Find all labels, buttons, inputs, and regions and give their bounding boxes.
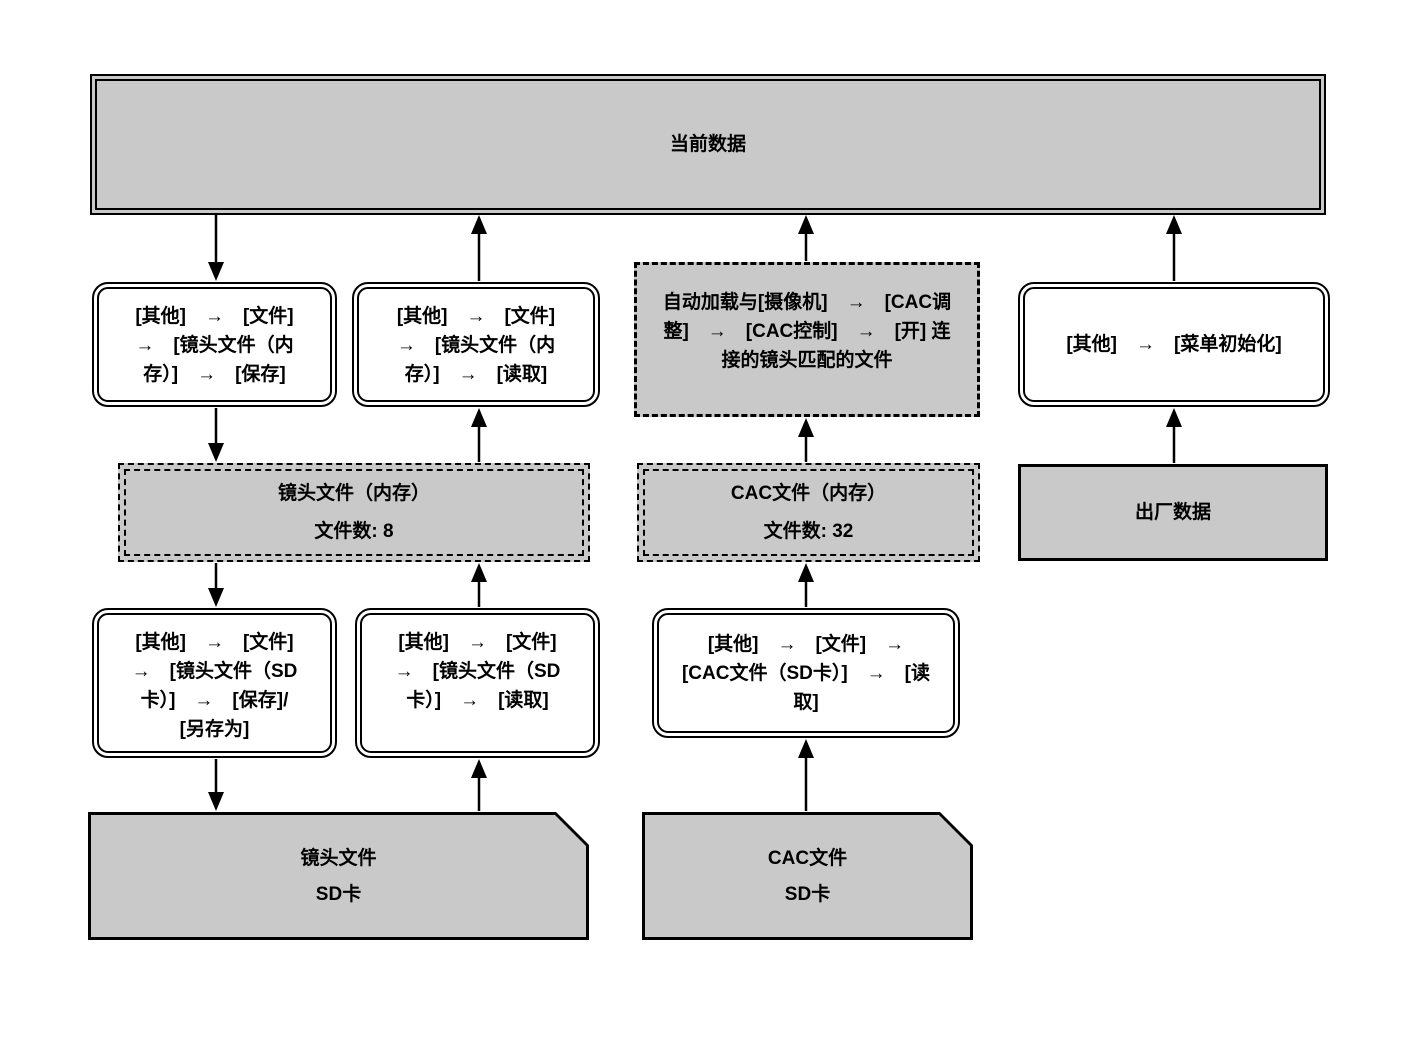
menu-save-lens-sd-label: [其他] → [文件] → [镜头文件（SD 卡）] → [保存]/ [另存为]: [131, 632, 298, 740]
menu-load-lens-sd-box-inner: [其他] → [文件] → [镜头文件（SD 卡）] → [读取]: [360, 613, 595, 753]
factory-data-label: 出厂数据: [1134, 502, 1211, 523]
current-data-box-inner: 当前数据: [95, 79, 1321, 210]
flow-arrow-up-icon: [798, 418, 814, 462]
lens-file-memory-title: 镜头文件（内存）: [277, 483, 430, 504]
flow-arrow-up-icon: [798, 739, 814, 811]
flow-arrow-down-icon: [208, 759, 224, 811]
lens-file-memory-box-inner: 镜头文件（内存） 文件数: 8: [124, 469, 584, 556]
flow-arrow-down-icon: [208, 563, 224, 607]
lens-file-sd-title: 镜头文件: [300, 847, 377, 869]
menu-save-lens-internal-label: [其他] → [文件] → [镜头文件（内 存）] → [保存]: [135, 306, 294, 385]
cac-file-sd-subtitle: SD卡: [784, 883, 831, 905]
lens-file-sd-box: 镜头文件 SD卡: [88, 812, 589, 940]
cac-file-sd-box: CAC文件 SD卡: [642, 812, 973, 940]
menu-initialize-box-inner: [其他] → [菜单初始化]: [1023, 287, 1325, 402]
flow-arrow-up-icon: [798, 563, 814, 607]
menu-load-cac-sd-label: [其他] → [文件] → [CAC文件（SD卡）] → [读 取]: [681, 634, 931, 713]
lens-file-sd-box-inner: 镜头文件 SD卡: [91, 815, 586, 937]
menu-save-lens-sd-box: [其他] → [文件] → [镜头文件（SD 卡）] → [保存]/ [另存为]: [92, 608, 337, 758]
menu-save-lens-internal-box: [其他] → [文件] → [镜头文件（内 存）] → [保存]: [92, 282, 337, 407]
menu-load-lens-sd-box: [其他] → [文件] → [镜头文件（SD 卡）] → [读取]: [355, 608, 600, 758]
flow-arrow-up-icon: [1166, 215, 1182, 281]
menu-load-lens-internal-box: [其他] → [文件] → [镜头文件（内 存）] → [读取]: [352, 282, 600, 407]
menu-initialize-label: [其他] → [菜单初始化]: [1066, 334, 1282, 355]
menu-save-lens-internal-box-inner: [其他] → [文件] → [镜头文件（内 存）] → [保存]: [97, 287, 332, 402]
flow-arrow-up-icon: [471, 215, 487, 281]
cac-file-memory-count: 文件数: 32: [763, 521, 854, 542]
menu-save-lens-sd-box-inner: [其他] → [文件] → [镜头文件（SD 卡）] → [保存]/ [另存为]: [97, 613, 332, 753]
menu-load-lens-sd-label: [其他] → [文件] → [镜头文件（SD 卡）] → [读取]: [394, 632, 561, 711]
flow-arrow-down-icon: [208, 408, 224, 462]
lens-file-sd-subtitle: SD卡: [315, 883, 362, 905]
flow-arrow-up-icon: [1166, 408, 1182, 463]
flow-arrow-up-icon: [471, 408, 487, 462]
flow-arrow-up-icon: [471, 759, 487, 811]
current-data-box: 当前数据: [90, 74, 1326, 215]
menu-initialize-box: [其他] → [菜单初始化]: [1018, 282, 1330, 407]
cac-file-memory-title: CAC文件（内存）: [730, 483, 887, 504]
cac-auto-load-label: 自动加载与[摄像机] → [CAC调 整] → [CAC控制] → [开] 连 …: [662, 292, 952, 371]
flow-arrow-down-icon: [208, 215, 224, 281]
current-data-label: 当前数据: [669, 134, 746, 155]
cac-file-memory-box: CAC文件（内存） 文件数: 32: [637, 463, 980, 562]
lens-file-memory-box: 镜头文件（内存） 文件数: 8: [118, 463, 590, 562]
cac-file-memory-box-inner: CAC文件（内存） 文件数: 32: [643, 469, 974, 556]
lens-file-memory-count: 文件数: 8: [314, 521, 394, 542]
flow-arrow-up-icon: [798, 215, 814, 261]
menu-load-cac-sd-box: [其他] → [文件] → [CAC文件（SD卡）] → [读 取]: [652, 608, 960, 738]
cac-auto-load-box: 自动加载与[摄像机] → [CAC调 整] → [CAC控制] → [开] 连 …: [634, 262, 980, 417]
menu-load-lens-internal-box-inner: [其他] → [文件] → [镜头文件（内 存）] → [读取]: [357, 287, 595, 402]
cac-file-sd-title: CAC文件: [767, 847, 848, 869]
factory-data-box: 出厂数据: [1018, 464, 1328, 561]
flow-arrow-up-icon: [471, 563, 487, 607]
menu-load-cac-sd-box-inner: [其他] → [文件] → [CAC文件（SD卡）] → [读 取]: [657, 613, 955, 733]
menu-load-lens-internal-label: [其他] → [文件] → [镜头文件（内 存）] → [读取]: [396, 306, 556, 385]
cac-file-sd-box-inner: CAC文件 SD卡: [645, 815, 970, 937]
